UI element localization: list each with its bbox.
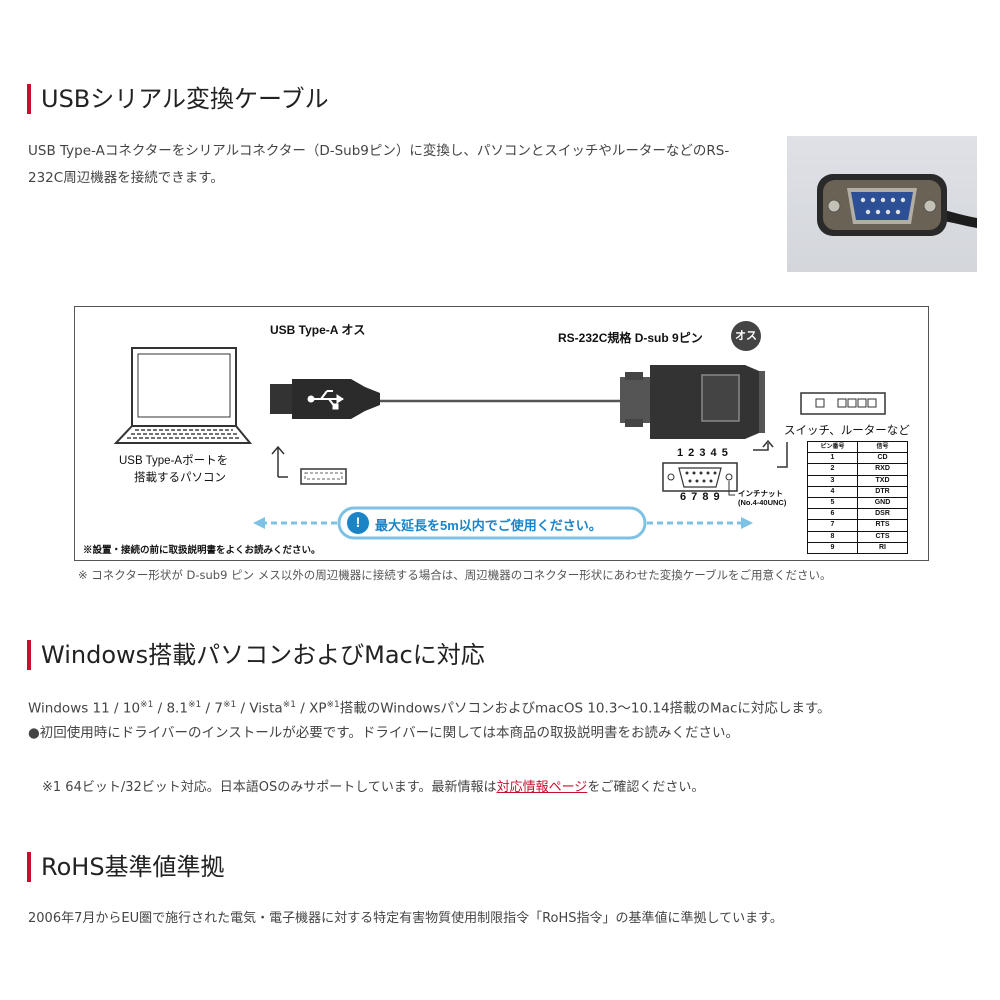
os-vista: / Vista [236, 700, 283, 717]
table-header-pin: ピン番号 [807, 440, 858, 454]
driver-note: ●初回使用時にドライバーのインストールが必要です。ドライバーに関しては本商品の取… [28, 725, 739, 741]
pin-number: 3 [807, 474, 858, 487]
footnote-mark: ※1 [140, 700, 154, 710]
diagram-note: ※ コネクター形状が D-sub9 ピン メス以外の周辺機器に接続する場合は、周… [78, 568, 832, 582]
footnote-pre: ※1 64ビット/32ビット対応。日本語OSのみサポートしています。最新情報は [42, 780, 497, 795]
pc-label-line2: 搭載するパソコン [134, 472, 226, 484]
pin-number: 5 [807, 496, 858, 510]
pin-signal: GND [857, 496, 908, 510]
pin-signal: DSR [857, 508, 908, 521]
pin-numbers-bottom: 6 7 8 9 [680, 491, 721, 503]
pin-number: 1 [807, 452, 858, 465]
pin-signal: CD [857, 452, 908, 465]
support-info-link[interactable]: 対応情報ページ [496, 780, 588, 795]
notice-icon: ! [355, 514, 361, 530]
table-header-signal: 信号 [857, 440, 908, 454]
pin-signal: RI [857, 541, 908, 554]
pin-signal: TXD [857, 474, 908, 487]
pin-number: 7 [807, 519, 858, 532]
dsub-face-icon [662, 462, 738, 496]
max-length-text: 最大延長を5m以内でご使用ください。 [375, 518, 602, 533]
os-xp: / XP [295, 700, 327, 717]
pin-number: 8 [807, 530, 858, 543]
os-81: / 8.1 [153, 700, 188, 717]
footnote-mark: ※1 [187, 700, 202, 710]
pin-number: 2 [807, 463, 858, 476]
pin-number: 4 [807, 485, 858, 498]
switch-device-icon [800, 392, 886, 415]
pin-signal: DTR [857, 485, 908, 498]
pin-signal: CTS [857, 530, 908, 543]
os-win11: Windows 11 / 10 [28, 700, 141, 717]
rs232c-label: RS-232C規格 D-sub 9ピン [558, 331, 703, 345]
dsub-plug-icon [620, 365, 765, 439]
section-title-rohs: RoHS基準値準拠 [27, 852, 225, 882]
footnote-post: をご確認ください。 [587, 780, 705, 795]
pin-signal: RXD [857, 463, 908, 476]
section-title-windows: Windows搭載パソコンおよびMacに対応 [27, 640, 485, 670]
os-rest: 搭載のWindowsパソコンおよびmacOS 10.3～10.14搭載のMacに… [339, 700, 831, 717]
table-header-row: ピン番号 信号 [807, 440, 908, 454]
pin-numbers-top: 1 2 3 4 5 [677, 447, 729, 459]
switch-label: スイッチ、ルーターなど [784, 425, 910, 437]
caution-text: ※設置・接続の前に取扱説明書をよくお読みください。 [83, 545, 321, 556]
usb-desc-line1: USB Type-Aコネクターをシリアルコネクター（D-Sub9ピン）に変換し、… [28, 143, 730, 159]
connector-photo [787, 136, 977, 272]
usb-plug-icon [270, 379, 380, 419]
os-support-text: Windows 11 / 10※1 / 8.1※1 / 7※1 / Vista※… [28, 692, 831, 723]
rohs-desc: 2006年7月からEU圏で施行された電気・電子機器に対する特定有害物質使用制限指… [28, 911, 783, 926]
connection-diagram: USB Type-A オス RS-232C規格 D-sub 9ピン オス USB… [74, 306, 929, 561]
screw-label-line1: インチナット [738, 489, 783, 498]
os-7: / 7 [201, 700, 223, 717]
pin-signal: RTS [857, 519, 908, 532]
os-footnote: ※1 64ビット/32ビット対応。日本語OSのみサポートしています。最新情報は対… [42, 774, 704, 801]
pin-number: 9 [807, 541, 858, 554]
usb-desc-line2: 232C周辺機器を接続できます。 [28, 170, 224, 186]
pc-label-line1: USB Type-Aポートを [119, 455, 229, 467]
osu-badge: オス [735, 330, 757, 342]
section-title-usb: USBシリアル変換ケーブル [27, 84, 329, 114]
footnote-mark: ※1 [222, 700, 237, 710]
pin-number: 6 [807, 508, 858, 521]
usb-type-a-label: USB Type-A オス [270, 323, 366, 337]
footnote-mark: ※1 [282, 700, 296, 710]
laptop-icon [113, 347, 253, 444]
screw-label-line2: (No.4-40UNC) [738, 498, 787, 507]
footnote-mark: ※1 [326, 700, 340, 710]
usb-port-icon [300, 468, 347, 485]
